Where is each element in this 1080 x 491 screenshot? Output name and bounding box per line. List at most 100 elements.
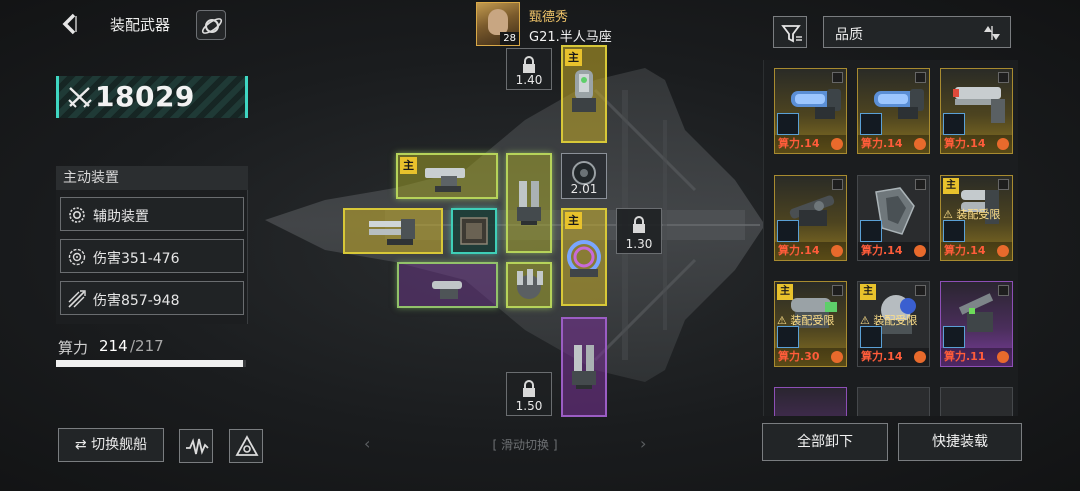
wave-signal-icon <box>186 438 209 455</box>
inventory-card[interactable]: 算力.14 <box>857 175 930 261</box>
select-checkbox[interactable] <box>832 72 843 83</box>
sort-arrows-icon <box>984 26 1000 40</box>
slot-value: 1.40 <box>515 73 543 87</box>
inventory-card[interactable] <box>774 387 847 416</box>
locked-slot-lock-bottom[interactable]: 1.50 <box>506 372 552 416</box>
device-label: 伤害351-476 <box>93 251 180 267</box>
ship-settings-button[interactable] <box>196 10 226 40</box>
weapon-type-icon <box>943 113 965 135</box>
combat-power-value: 18029 <box>95 80 195 113</box>
inventory-card[interactable]: 主⚠ 装配受限算力.30 <box>774 281 847 367</box>
weapon-type-icon <box>777 113 799 135</box>
select-checkbox[interactable] <box>998 72 1009 83</box>
planet-settings-icon <box>201 18 223 34</box>
device-row-damage-2[interactable]: 伤害857-948 <box>60 281 244 315</box>
equip-restricted-warning: ⚠ 装配受限 <box>943 208 1001 221</box>
cost-label: 算力.14 <box>778 137 820 150</box>
select-checkbox[interactable] <box>998 179 1009 190</box>
slot-value: 2.01 <box>570 182 598 196</box>
weapon-icon <box>517 181 541 225</box>
swipe-right-arrow[interactable]: › <box>640 434 647 453</box>
crossed-swords-icon <box>68 87 92 108</box>
quality-sort-select[interactable]: 品质 <box>823 16 1011 48</box>
weapon-slot-upper-left[interactable]: 主 <box>396 153 498 199</box>
weapon-icon <box>369 219 415 245</box>
device-row-auxiliary[interactable]: 辅助装置 <box>60 197 244 231</box>
lock-icon <box>523 56 535 73</box>
back-chevron-icon <box>62 13 77 35</box>
weapon-icon <box>460 217 488 245</box>
inventory-card[interactable]: 算力.14 <box>774 175 847 261</box>
select-checkbox[interactable] <box>915 72 926 83</box>
inventory-card[interactable]: 算力.14 <box>774 68 847 154</box>
wave-mode-button[interactable] <box>179 429 213 463</box>
captain-avatar[interactable]: 28 <box>476 2 520 46</box>
filter-button[interactable] <box>773 16 807 48</box>
weapon-slot-center-teal[interactable] <box>451 208 497 254</box>
warning-label: 装配受限 <box>873 314 918 327</box>
cost-gear-icon <box>831 138 843 150</box>
select-checkbox[interactable] <box>832 179 843 190</box>
select-checkbox[interactable] <box>915 285 926 296</box>
inventory-card[interactable]: 算力.11 <box>940 281 1013 367</box>
cost-gear-icon <box>914 351 926 363</box>
weapon-icon <box>572 345 596 389</box>
gear-ring-icon <box>69 207 85 223</box>
weapon-type-icon <box>943 220 965 242</box>
captain-level: 28 <box>500 32 519 45</box>
weapon-type-icon <box>860 326 882 348</box>
inventory-card[interactable]: 算力.14 <box>857 68 930 154</box>
swipe-left-arrow[interactable]: ‹ <box>364 434 371 453</box>
inventory-card[interactable] <box>857 387 930 416</box>
unload-all-button[interactable]: 全部卸下 <box>762 423 888 461</box>
cost-gear-icon <box>914 138 926 150</box>
warning-label: 装配受限 <box>956 208 1001 221</box>
select-checkbox[interactable] <box>915 179 926 190</box>
select-checkbox[interactable] <box>832 285 843 296</box>
weapon-slot-bottom-purple[interactable] <box>561 317 607 417</box>
lock-icon <box>633 216 645 233</box>
weapon-slot-upper-dark[interactable]: 2.01 <box>561 153 607 199</box>
back-button[interactable] <box>56 8 86 40</box>
weapon-slot-lower-mid[interactable] <box>506 262 552 308</box>
locked-slot-lock-top[interactable]: 1.40 <box>506 48 552 90</box>
quick-load-button[interactable]: 快捷装载 <box>898 423 1022 461</box>
cost-bar <box>941 135 1012 153</box>
weapon-slot-left-wide[interactable] <box>343 208 443 254</box>
cost-label: 算力.30 <box>778 350 820 363</box>
weapon-icon <box>567 240 601 277</box>
weapon-slot-top-main[interactable]: 主 <box>561 45 607 143</box>
inventory-card[interactable]: 主⚠ 装配受限算力.14 <box>857 281 930 367</box>
main-weapon-tag: 主 <box>565 49 582 66</box>
cost-bar <box>775 135 846 153</box>
cost-gear-icon <box>997 245 1009 257</box>
fleet-formation-icon <box>235 435 259 456</box>
cost-label: 算力.14 <box>861 350 903 363</box>
weapon-art <box>791 298 837 328</box>
weapon-art <box>961 190 999 224</box>
page-title: 装配武器 <box>110 16 171 34</box>
computing-power-used: 214 <box>99 337 128 355</box>
weapon-slot-center-main[interactable]: 主 <box>561 208 607 306</box>
switch-ship-button[interactable]: ⇄ 切换舰船 <box>58 428 164 462</box>
weapon-slot-lower-left[interactable] <box>397 262 498 308</box>
select-checkbox[interactable] <box>998 285 1009 296</box>
inventory-card[interactable] <box>940 387 1013 416</box>
filter-icon <box>781 25 802 43</box>
target-ring-icon <box>68 248 86 266</box>
captain-portrait <box>488 9 508 35</box>
device-label: 辅助装置 <box>93 209 149 225</box>
weapon-slot-upper-mid[interactable] <box>506 153 552 253</box>
inventory-card[interactable]: 主⚠ 装配受限算力.14 <box>940 175 1013 261</box>
weapon-art <box>874 89 924 119</box>
cost-bar <box>941 242 1012 260</box>
formation-button[interactable] <box>229 429 263 463</box>
swipe-hint: [ 滑动切换 ] <box>492 438 558 452</box>
main-weapon-tag: 主 <box>565 212 582 229</box>
computing-power-fill <box>56 360 244 367</box>
device-row-damage-1[interactable]: 伤害351-476 <box>60 239 244 273</box>
cost-bar <box>858 242 929 260</box>
inventory-card[interactable]: 算力.14 <box>940 68 1013 154</box>
locked-slot-lock-right[interactable]: 1.30 <box>616 208 662 254</box>
